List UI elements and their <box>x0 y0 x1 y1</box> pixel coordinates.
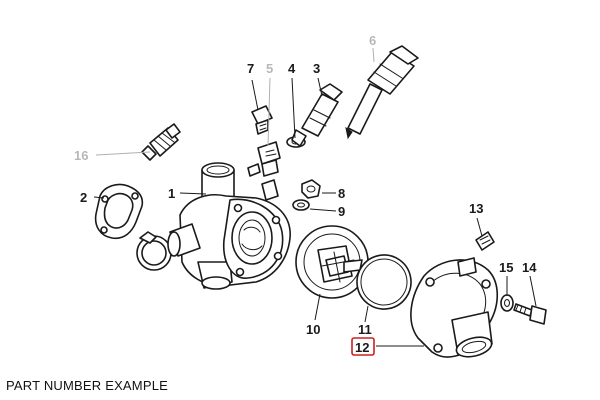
callout-13[interactable]: 13 <box>469 201 483 216</box>
caption-text: PART NUMBER EXAMPLE <box>6 378 169 393</box>
callout-5[interactable]: 5 <box>266 61 273 76</box>
callout-3[interactable]: 3 <box>313 61 320 76</box>
callout-12[interactable]: 12 <box>355 340 369 355</box>
callout-7[interactable]: 7 <box>247 61 254 76</box>
callout-9[interactable]: 9 <box>338 204 345 219</box>
part-8-nut[interactable] <box>301 179 321 199</box>
callout-12-highlight-box <box>351 337 375 356</box>
part-15-washer[interactable] <box>500 294 514 312</box>
callout-4[interactable]: 4 <box>288 61 296 76</box>
leader-lines <box>93 47 537 347</box>
callout-14[interactable]: 14 <box>522 260 537 275</box>
part-3-sensor-plug[interactable] <box>291 83 343 147</box>
callout-8[interactable]: 8 <box>338 186 345 201</box>
part-5-sensor[interactable] <box>247 141 281 177</box>
part-12-thermostat-cover[interactable] <box>410 257 499 360</box>
part-13-bleed-screw[interactable] <box>475 231 495 251</box>
callout-2[interactable]: 2 <box>80 190 87 205</box>
part-10-thermostat[interactable] <box>295 225 369 299</box>
part-16-temp-sensor[interactable] <box>141 123 181 161</box>
hose-clamp[interactable] <box>136 231 172 271</box>
callout-11[interactable]: 11 <box>358 322 372 337</box>
callout-15[interactable]: 15 <box>499 260 513 275</box>
callout-10[interactable]: 10 <box>306 322 320 337</box>
part-2-gasket[interactable] <box>94 183 144 240</box>
callout-16[interactable]: 16 <box>74 148 88 163</box>
part-9-washer[interactable] <box>292 199 310 211</box>
callout-1[interactable]: 1 <box>168 186 175 201</box>
part-1-water-pump-housing[interactable] <box>167 162 291 290</box>
callout-6[interactable]: 6 <box>369 33 376 48</box>
part-7-sensor[interactable] <box>251 105 273 135</box>
part-11-o-ring[interactable] <box>353 251 416 314</box>
callout-labels: 16 2 1 7 5 4 3 6 8 9 10 11 12 13 15 14 <box>74 33 537 356</box>
part-6-sensor-connector[interactable] <box>345 45 419 140</box>
part-14-bolt[interactable] <box>513 303 547 325</box>
